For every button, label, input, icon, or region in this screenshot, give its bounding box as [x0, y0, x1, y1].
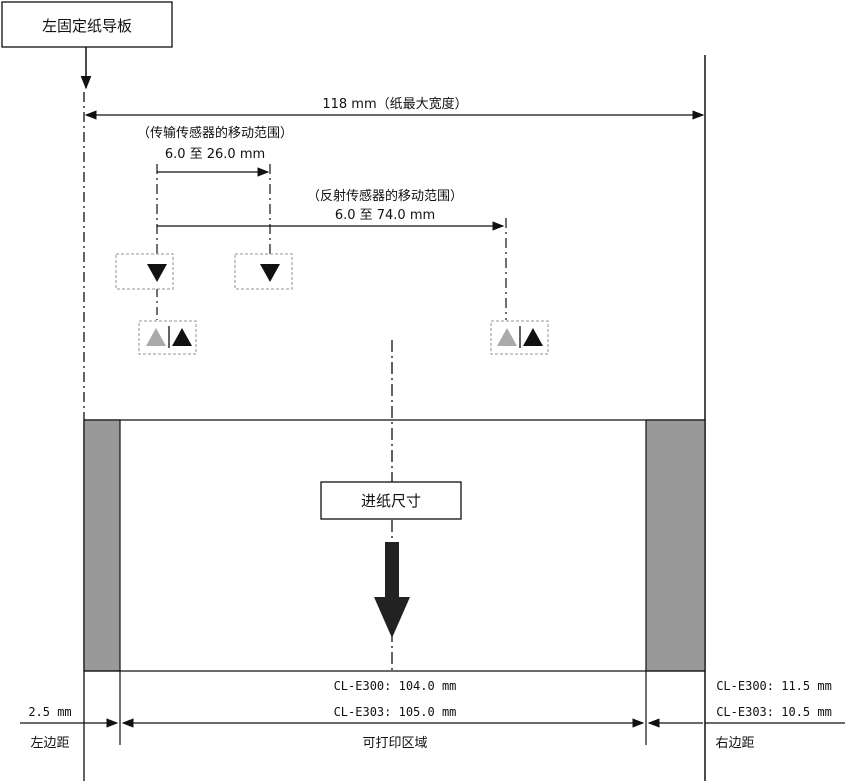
refl-sensor-range-label: （反射传感器的移动范围）	[307, 188, 463, 204]
feed-direction-label: 进纸尺寸	[361, 492, 421, 510]
refl-sensor-icon-left	[138, 320, 197, 355]
right-margin-area	[645, 419, 706, 672]
refl-sensor-icon-right	[490, 320, 549, 355]
e303-print-width: CL-E303: 105.0 mm	[334, 705, 457, 719]
feed-direction-box	[320, 481, 462, 520]
trans-sensor-icon-left	[115, 253, 174, 320]
e300-print-width: CL-E300: 104.0 mm	[334, 679, 457, 693]
right-margin-label: 右边距	[715, 736, 754, 751]
trans-sensor-values: 6.0 至 26.0 mm	[165, 147, 265, 162]
printable-area-label: 可打印区域	[362, 736, 427, 751]
trans-sensor-range-label: （传输传感器的移动范围）	[137, 125, 293, 141]
refl-sensor-values: 6.0 至 74.0 mm	[335, 208, 435, 223]
left-guide-label: 左固定纸导板	[42, 17, 132, 35]
e300-right-margin: CL-E300: 11.5 mm	[716, 679, 832, 693]
left-margin-value: 2.5 mm	[28, 705, 71, 719]
left-margin-area	[83, 419, 121, 672]
feed-direction-arrow	[374, 542, 410, 638]
left-guide-box	[1, 1, 173, 48]
left-margin-label: 左边距	[30, 736, 69, 751]
e303-right-margin: CL-E303: 10.5 mm	[716, 705, 832, 719]
trans-sensor-icon-right	[234, 253, 293, 290]
max-width-label: 118 mm（纸最大宽度）	[322, 96, 467, 112]
